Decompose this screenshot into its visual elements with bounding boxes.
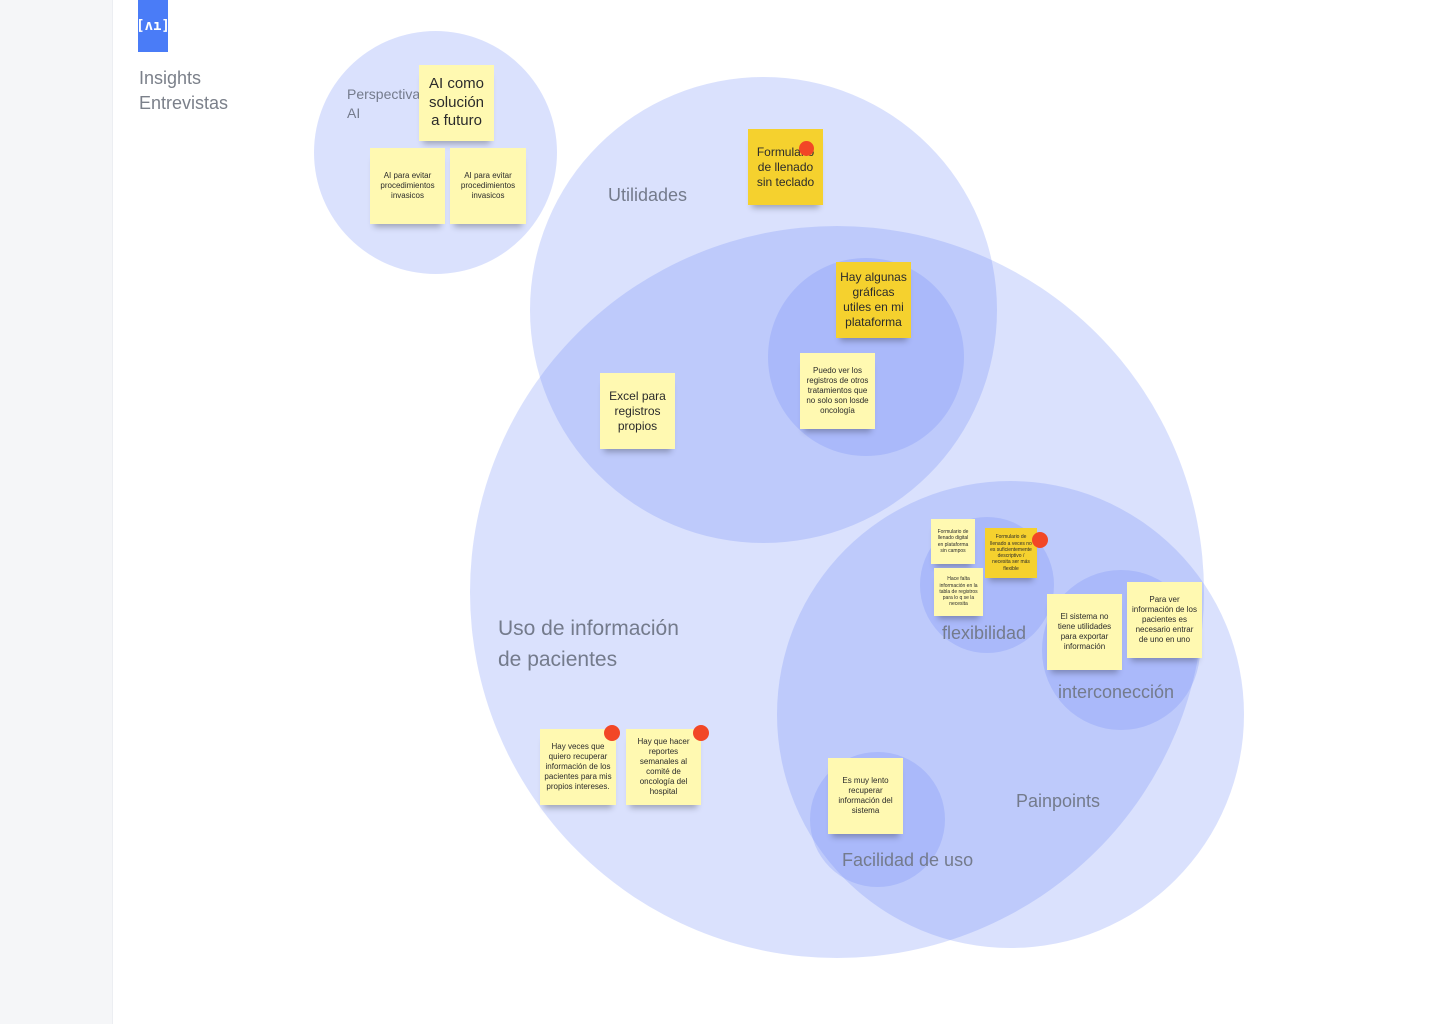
label-facilidad: Facilidad de uso bbox=[842, 850, 974, 870]
sticky-sin-exportar[interactable]: El sistema no tiene utilidades para expo… bbox=[1047, 594, 1122, 670]
sticky-ai-invasivos-1[interactable]: AI para evitar procedimientos invasicos bbox=[370, 148, 445, 224]
sticky-reportes-semanales[interactable]: Hay que hacer reportes semanales al comi… bbox=[626, 729, 701, 805]
vote-dot-recuperar-intereses[interactable] bbox=[604, 725, 620, 741]
vote-dot-formulario-flexible[interactable] bbox=[1032, 532, 1048, 548]
label-interconeccion: interconección bbox=[1058, 682, 1175, 702]
board-title: Insights Entrevistas bbox=[139, 66, 299, 116]
sticky-formulario-digital[interactable]: Formulario de llenado digital en platafo… bbox=[931, 519, 975, 564]
label-utilidades: Utilidades bbox=[608, 185, 688, 205]
app-logo-icon[interactable]: [ʌı] bbox=[136, 0, 170, 52]
sticky-registros-otros[interactable]: Puedo ver los registros de otros tratami… bbox=[800, 353, 875, 429]
label-flexibilidad: flexibilidad bbox=[942, 623, 1027, 643]
vote-dot-formulario-teclado[interactable] bbox=[799, 141, 814, 156]
board-title-line-2: Entrevistas bbox=[139, 93, 229, 113]
sticky-recuperar-intereses[interactable]: Hay veces que quiero recuperar informaci… bbox=[540, 729, 616, 805]
sticky-formulario-flexible[interactable]: Formulario de llenado a veces no es sufi… bbox=[985, 528, 1037, 578]
sticky-graficas-utiles[interactable]: Hay algunas gráficas utiles en mi plataf… bbox=[836, 262, 911, 338]
vote-dot-reportes-semanales[interactable] bbox=[693, 725, 709, 741]
cluster-uso-informacion[interactable] bbox=[470, 226, 1204, 958]
sticky-entrar-uno[interactable]: Para ver información de los pacientes es… bbox=[1127, 582, 1202, 658]
sticky-ai-invasivos-2[interactable]: AI para evitar procedimientos invasicos bbox=[450, 148, 526, 224]
label-perspectiva-ai: Perspectiva AI bbox=[347, 86, 421, 121]
sticky-lento-recuperar[interactable]: Es muy lento recuperar información del s… bbox=[828, 758, 903, 834]
sticky-formulario-teclado[interactable]: Formulario de llenado sin teclado bbox=[748, 129, 823, 205]
sticky-falta-info[interactable]: Hace falta información en la tabla de re… bbox=[934, 568, 983, 616]
sticky-excel-registros[interactable]: Excel para registros propios bbox=[600, 373, 675, 449]
label-painpoints: Painpoints bbox=[1016, 791, 1101, 811]
left-panel bbox=[0, 0, 113, 1024]
sticky-ai-futuro[interactable]: AI como solución a futuro bbox=[419, 65, 494, 141]
board-title-line-1: Insights bbox=[139, 68, 202, 88]
label-uso-informacion: Uso de información de pacientes bbox=[498, 617, 679, 671]
